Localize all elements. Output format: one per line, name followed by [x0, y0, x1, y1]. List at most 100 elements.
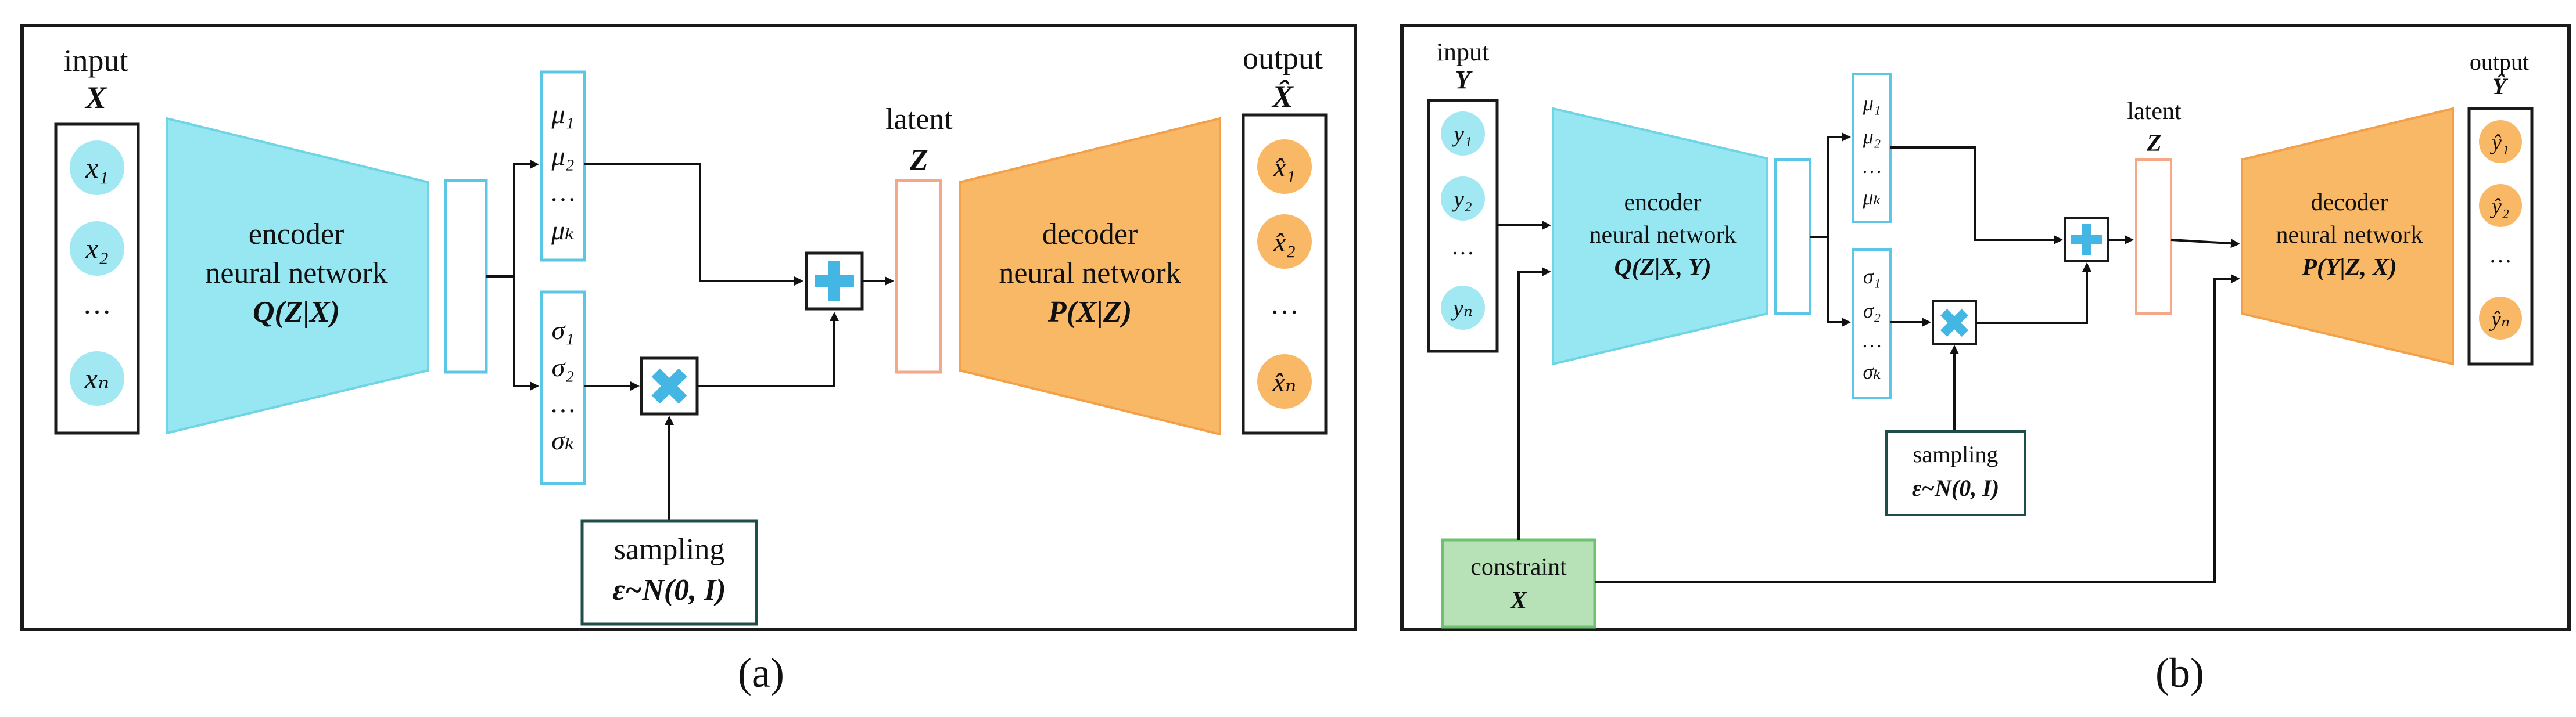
latent-label: latent	[2127, 98, 2182, 125]
mu-item: μₖ	[1862, 186, 1881, 209]
input-node	[1441, 111, 1485, 156]
latent-variable: Z	[909, 143, 928, 176]
multiply-icon	[651, 368, 687, 404]
input-node-label: y₂	[1451, 186, 1472, 212]
panel-b-frame	[1400, 24, 2571, 631]
encoder-formula: Q(Z|X)	[253, 296, 340, 329]
split-connector	[513, 276, 539, 391]
encoder-trapezoid	[166, 117, 429, 435]
output-node	[2479, 297, 2522, 340]
output-label: output	[2470, 49, 2529, 75]
output-column	[2467, 107, 2534, 366]
encoder-title: encoder	[249, 218, 345, 251]
input-column	[54, 122, 140, 435]
decoder-title: decoder	[2311, 189, 2388, 216]
hidden-layer-box	[444, 179, 488, 374]
sampling-formula: ε~N(0, I)	[612, 574, 726, 607]
output-node	[1257, 354, 1312, 409]
output-node-label: ŷ₂	[2489, 194, 2509, 219]
decoder-subtitle: neural network	[2276, 222, 2423, 248]
input-node	[1441, 286, 1485, 330]
output-node-label: ŷ₁	[2489, 131, 2509, 155]
output-node	[1257, 139, 1312, 194]
output-node-label: x̂₁	[1273, 152, 1296, 183]
multiply-to-add-arrow	[1976, 262, 2091, 324]
latent-variable: Z	[2146, 130, 2162, 157]
multiply-icon	[1940, 308, 1969, 337]
output-label: output	[1243, 41, 1323, 75]
constraint-variable: X	[1509, 588, 1527, 614]
input-node	[70, 351, 124, 406]
input-variable: Y	[1455, 66, 1473, 94]
panel-a-caption: (a)	[738, 650, 784, 696]
input-node	[1441, 176, 1485, 221]
split-connector	[1810, 132, 1851, 238]
encoder-trapezoid	[1552, 107, 1768, 366]
decoder-formula: P(Y|Z, X)	[2301, 254, 2396, 281]
split-connector	[486, 160, 539, 278]
input-node-label: yₙ	[1451, 295, 1473, 321]
mu-item: μ₂	[1863, 125, 1881, 148]
decoder-trapezoid	[2241, 107, 2454, 366]
sigma-item: σ₁	[1863, 265, 1881, 288]
sigma-item: σₖ	[551, 426, 574, 455]
mu-item: μ₁	[1863, 92, 1881, 115]
input-label: input	[63, 43, 128, 78]
encoder-title: encoder	[1624, 189, 1702, 216]
latent-to-decoder-arrow	[2170, 239, 2240, 248]
panel-b-caption: (b)	[2155, 650, 2204, 696]
sampling-box	[580, 519, 758, 626]
input-node-label: xₙ	[84, 362, 109, 395]
constraint-to-decoder-arrow	[1595, 274, 2240, 583]
multiply-to-add-arrow	[697, 312, 839, 387]
constraint-to-encoder-arrow	[1517, 267, 1551, 540]
split-connector	[1827, 237, 1851, 327]
output-node	[2479, 184, 2522, 227]
mu-item: μ₁	[551, 99, 574, 129]
sigma-box	[1852, 248, 1892, 399]
input-ellipsis: …	[82, 287, 112, 320]
sigma-item: σ₂	[552, 352, 575, 382]
mu-item: …	[550, 177, 576, 207]
sigma-item: σ₁	[552, 315, 575, 345]
sigma-box	[540, 290, 586, 485]
add-icon	[2071, 224, 2102, 255]
input-node-label: x₁	[85, 152, 109, 184]
mu-item: …	[1861, 154, 1882, 178]
encoder-subtitle: neural network	[205, 257, 387, 290]
panel-a: input X x₁ x₂ … xₙ encoder neural networ…	[20, 24, 1357, 631]
output-node-label: x̂₂	[1273, 227, 1296, 258]
sampling-label: sampling	[1913, 441, 1999, 467]
hidden-layer-box	[1774, 158, 1811, 315]
mu-item: μ₂	[551, 141, 574, 171]
decoder-subtitle: neural network	[999, 257, 1181, 290]
output-ellipsis: …	[1270, 287, 1299, 320]
output-variable: Ŷ	[2492, 73, 2509, 99]
output-node	[2479, 120, 2522, 163]
sampling-label: sampling	[614, 533, 725, 566]
mu-to-add-arrow	[584, 163, 803, 286]
input-label: input	[1437, 38, 1489, 66]
output-node-label: x̂ₙ	[1272, 367, 1297, 398]
output-variable: X̂	[1271, 79, 1294, 114]
output-ellipsis: …	[2489, 242, 2512, 268]
output-column	[1242, 113, 1328, 435]
output-node	[1257, 214, 1312, 269]
mu-item: μₖ	[551, 215, 575, 245]
add-icon	[815, 261, 854, 301]
constraint-label: constraint	[1470, 554, 1567, 581]
sampling-box	[1885, 430, 2026, 516]
panel-a-frame	[20, 24, 1357, 631]
decoder-formula: P(X|Z)	[1047, 296, 1132, 329]
sampling-formula: ε~N(0, I)	[1912, 475, 1999, 501]
input-node	[70, 140, 124, 195]
encoder-formula: Q(Z|X, Y)	[1614, 254, 1711, 281]
latent-box	[895, 179, 942, 374]
mu-to-add-arrow	[1890, 146, 2063, 244]
decoder-trapezoid	[959, 117, 1221, 436]
sigma-item: …	[1861, 329, 1882, 352]
sigma-item: σ₂	[1863, 299, 1881, 322]
latent-label: latent	[885, 103, 953, 136]
input-node	[70, 221, 124, 276]
